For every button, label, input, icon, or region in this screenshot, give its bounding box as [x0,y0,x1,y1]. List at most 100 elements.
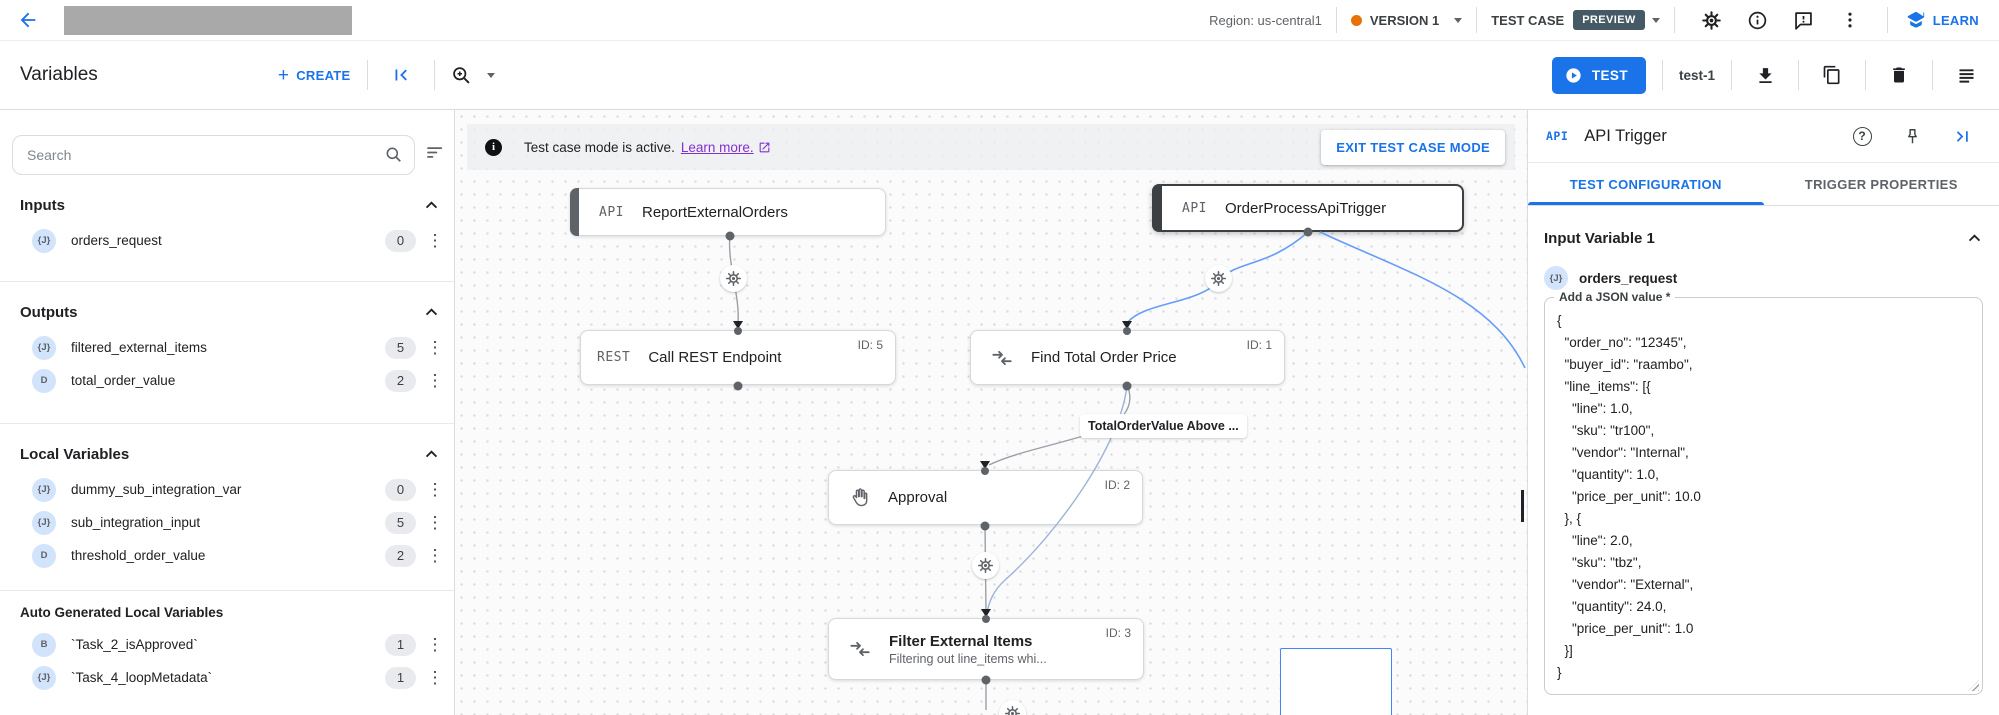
sort-icon[interactable] [425,142,446,168]
chevron-up-icon[interactable] [423,446,440,463]
pin-icon [1907,128,1917,143]
chevron-up-icon[interactable] [423,304,440,321]
feedback-button[interactable] [1787,3,1821,37]
delete-button[interactable] [1882,58,1916,92]
exit-test-case-mode-button[interactable]: EXIT TEST CASE MODE [1321,129,1505,165]
divider [1731,60,1732,90]
node-title: ReportExternalOrders [641,203,788,221]
variable-name: orders_request [1579,270,1678,286]
variable-row[interactable]: {J} orders_request 0⋮ [0,224,454,257]
info-icon [1748,11,1767,29]
divider [0,281,454,282]
section-header-outputs: Outputs [0,304,454,321]
school-icon [1907,11,1924,28]
variable-row[interactable]: {J} filtered_external_items 5⋮ [0,331,454,364]
node-title: OrderProcessApiTrigger [1224,199,1387,217]
test-mode-banner: i Test case mode is active. Learn more. … [467,124,1515,170]
json-type-icon: {J} [1544,266,1568,290]
json-field-label: Add a JSON value * [1554,290,1676,304]
search-input[interactable] [12,135,415,175]
count-badge: 1 [385,666,416,689]
play-circle-icon [1566,67,1581,83]
resize-handle[interactable] [1968,680,1979,691]
search-icon [384,145,403,169]
integration-canvas[interactable]: i Test case mode is active. Learn more. … [455,110,1527,715]
info-button[interactable] [1741,3,1775,37]
divider [0,590,454,591]
double-type-icon: D [32,368,56,393]
node-find-total-order-price[interactable]: Find Total Order Price ID: 1 [970,330,1285,385]
edge-condition-label[interactable]: TotalOrderValue Above ... [1080,414,1247,438]
node-title: Filter External Items [889,632,1033,650]
learn-more-link[interactable]: Learn more. [681,140,771,155]
node-filter-external-items[interactable]: Filter External Items Filtering out line… [828,618,1144,680]
settings-button[interactable] [1695,3,1729,37]
variable-row[interactable]: {J} `Task_4_loopMetadata` 1⋮ [0,661,454,694]
pin-panel-button[interactable] [1895,119,1929,153]
question-mark-icon: ? [1852,126,1872,146]
duplicate-button[interactable] [1815,58,1849,92]
variables-sidebar: Inputs {J} orders_request 0⋮ Outputs {J}… [0,110,455,715]
row-menu-icon[interactable]: ⋮ [426,480,444,499]
node-approval[interactable]: Approval ID: 2 [828,470,1143,525]
help-button[interactable]: ? [1845,119,1879,153]
edge-gear-icon[interactable] [999,700,1026,715]
row-menu-icon[interactable]: ⋮ [426,668,444,687]
section-title: Local Variables [20,446,130,463]
variable-row[interactable]: {J} dummy_sub_integration_var 0⋮ [0,473,454,506]
data-mapping-icon [849,638,871,660]
section-title: Inputs [20,197,65,214]
learn-button[interactable]: LEARN [1906,10,1979,30]
test-button[interactable]: TEST [1551,56,1646,94]
node-order-process-api-trigger[interactable]: API OrderProcessApiTrigger [1152,184,1464,232]
collapse-right-icon [1956,130,1968,142]
download-button[interactable] [1748,58,1782,92]
test-case-selector[interactable]: TEST CASE PREVIEW [1491,10,1660,30]
variable-row[interactable]: {J} sub_integration_input 5⋮ [0,506,454,539]
chevron-up-icon[interactable] [423,197,440,214]
version-selector[interactable]: VERSION 1 [1350,13,1463,28]
variable-row[interactable]: D total_order_value 2⋮ [0,364,454,397]
chevron-up-icon[interactable] [1966,230,1983,247]
logs-menu-button[interactable] [1949,58,1983,92]
node-call-rest-endpoint[interactable]: REST Call REST Endpoint ID: 5 [580,330,896,385]
node-title: Find Total Order Price [1031,349,1177,366]
more-menu-button[interactable] [1833,3,1867,37]
rest-type-label: REST [597,350,631,365]
row-menu-icon[interactable]: ⋮ [426,231,444,250]
divider [1886,7,1888,33]
download-icon [1758,67,1772,83]
row-menu-icon[interactable]: ⋮ [426,513,444,532]
blue-outlined-box[interactable] [1280,648,1392,715]
row-menu-icon[interactable]: ⋮ [426,338,444,357]
variable-name: dummy_sub_integration_var [71,482,242,497]
edge-gear-icon[interactable] [1205,265,1232,292]
row-menu-icon[interactable]: ⋮ [426,635,444,654]
json-value-input[interactable]: { "order_no": "12345", "buyer_id": "raam… [1545,298,1982,694]
list-lines-icon [1959,68,1973,83]
divider [0,423,454,424]
collapse-sidebar-button[interactable] [384,58,418,92]
variables-toolbar: Variables + CREATE TEST test-1 [0,41,1999,110]
row-menu-icon[interactable]: ⋮ [426,371,444,390]
divider [1476,7,1478,33]
zoom-control[interactable] [451,65,495,86]
section-header-inputs: Inputs [0,197,454,214]
edge-gear-icon[interactable] [720,265,747,292]
variable-name: orders_request [71,233,162,248]
tab-trigger-properties[interactable]: TRIGGER PROPERTIES [1804,176,1958,192]
collapse-panel-button[interactable] [1945,119,1979,153]
node-subtitle: Filtering out line_items whi... [889,651,1047,666]
variable-row[interactable]: D threshold_order_value 2⋮ [0,539,454,572]
json-type-icon: {J} [32,477,56,502]
create-variable-button[interactable]: + CREATE [278,66,351,85]
edge-gear-icon[interactable] [972,552,999,579]
panel-scrollbar-thumb[interactable] [1521,490,1524,522]
variable-row[interactable]: B `Task_2_isApproved` 1⋮ [0,628,454,661]
panel-header: API API Trigger ? [1528,110,1999,163]
test-case-name[interactable]: test-1 [1678,67,1715,83]
node-report-external-orders[interactable]: API ReportExternalOrders [570,188,886,236]
back-button[interactable] [14,6,42,34]
tab-test-configuration[interactable]: TEST CONFIGURATION [1528,163,1764,205]
row-menu-icon[interactable]: ⋮ [426,546,444,565]
